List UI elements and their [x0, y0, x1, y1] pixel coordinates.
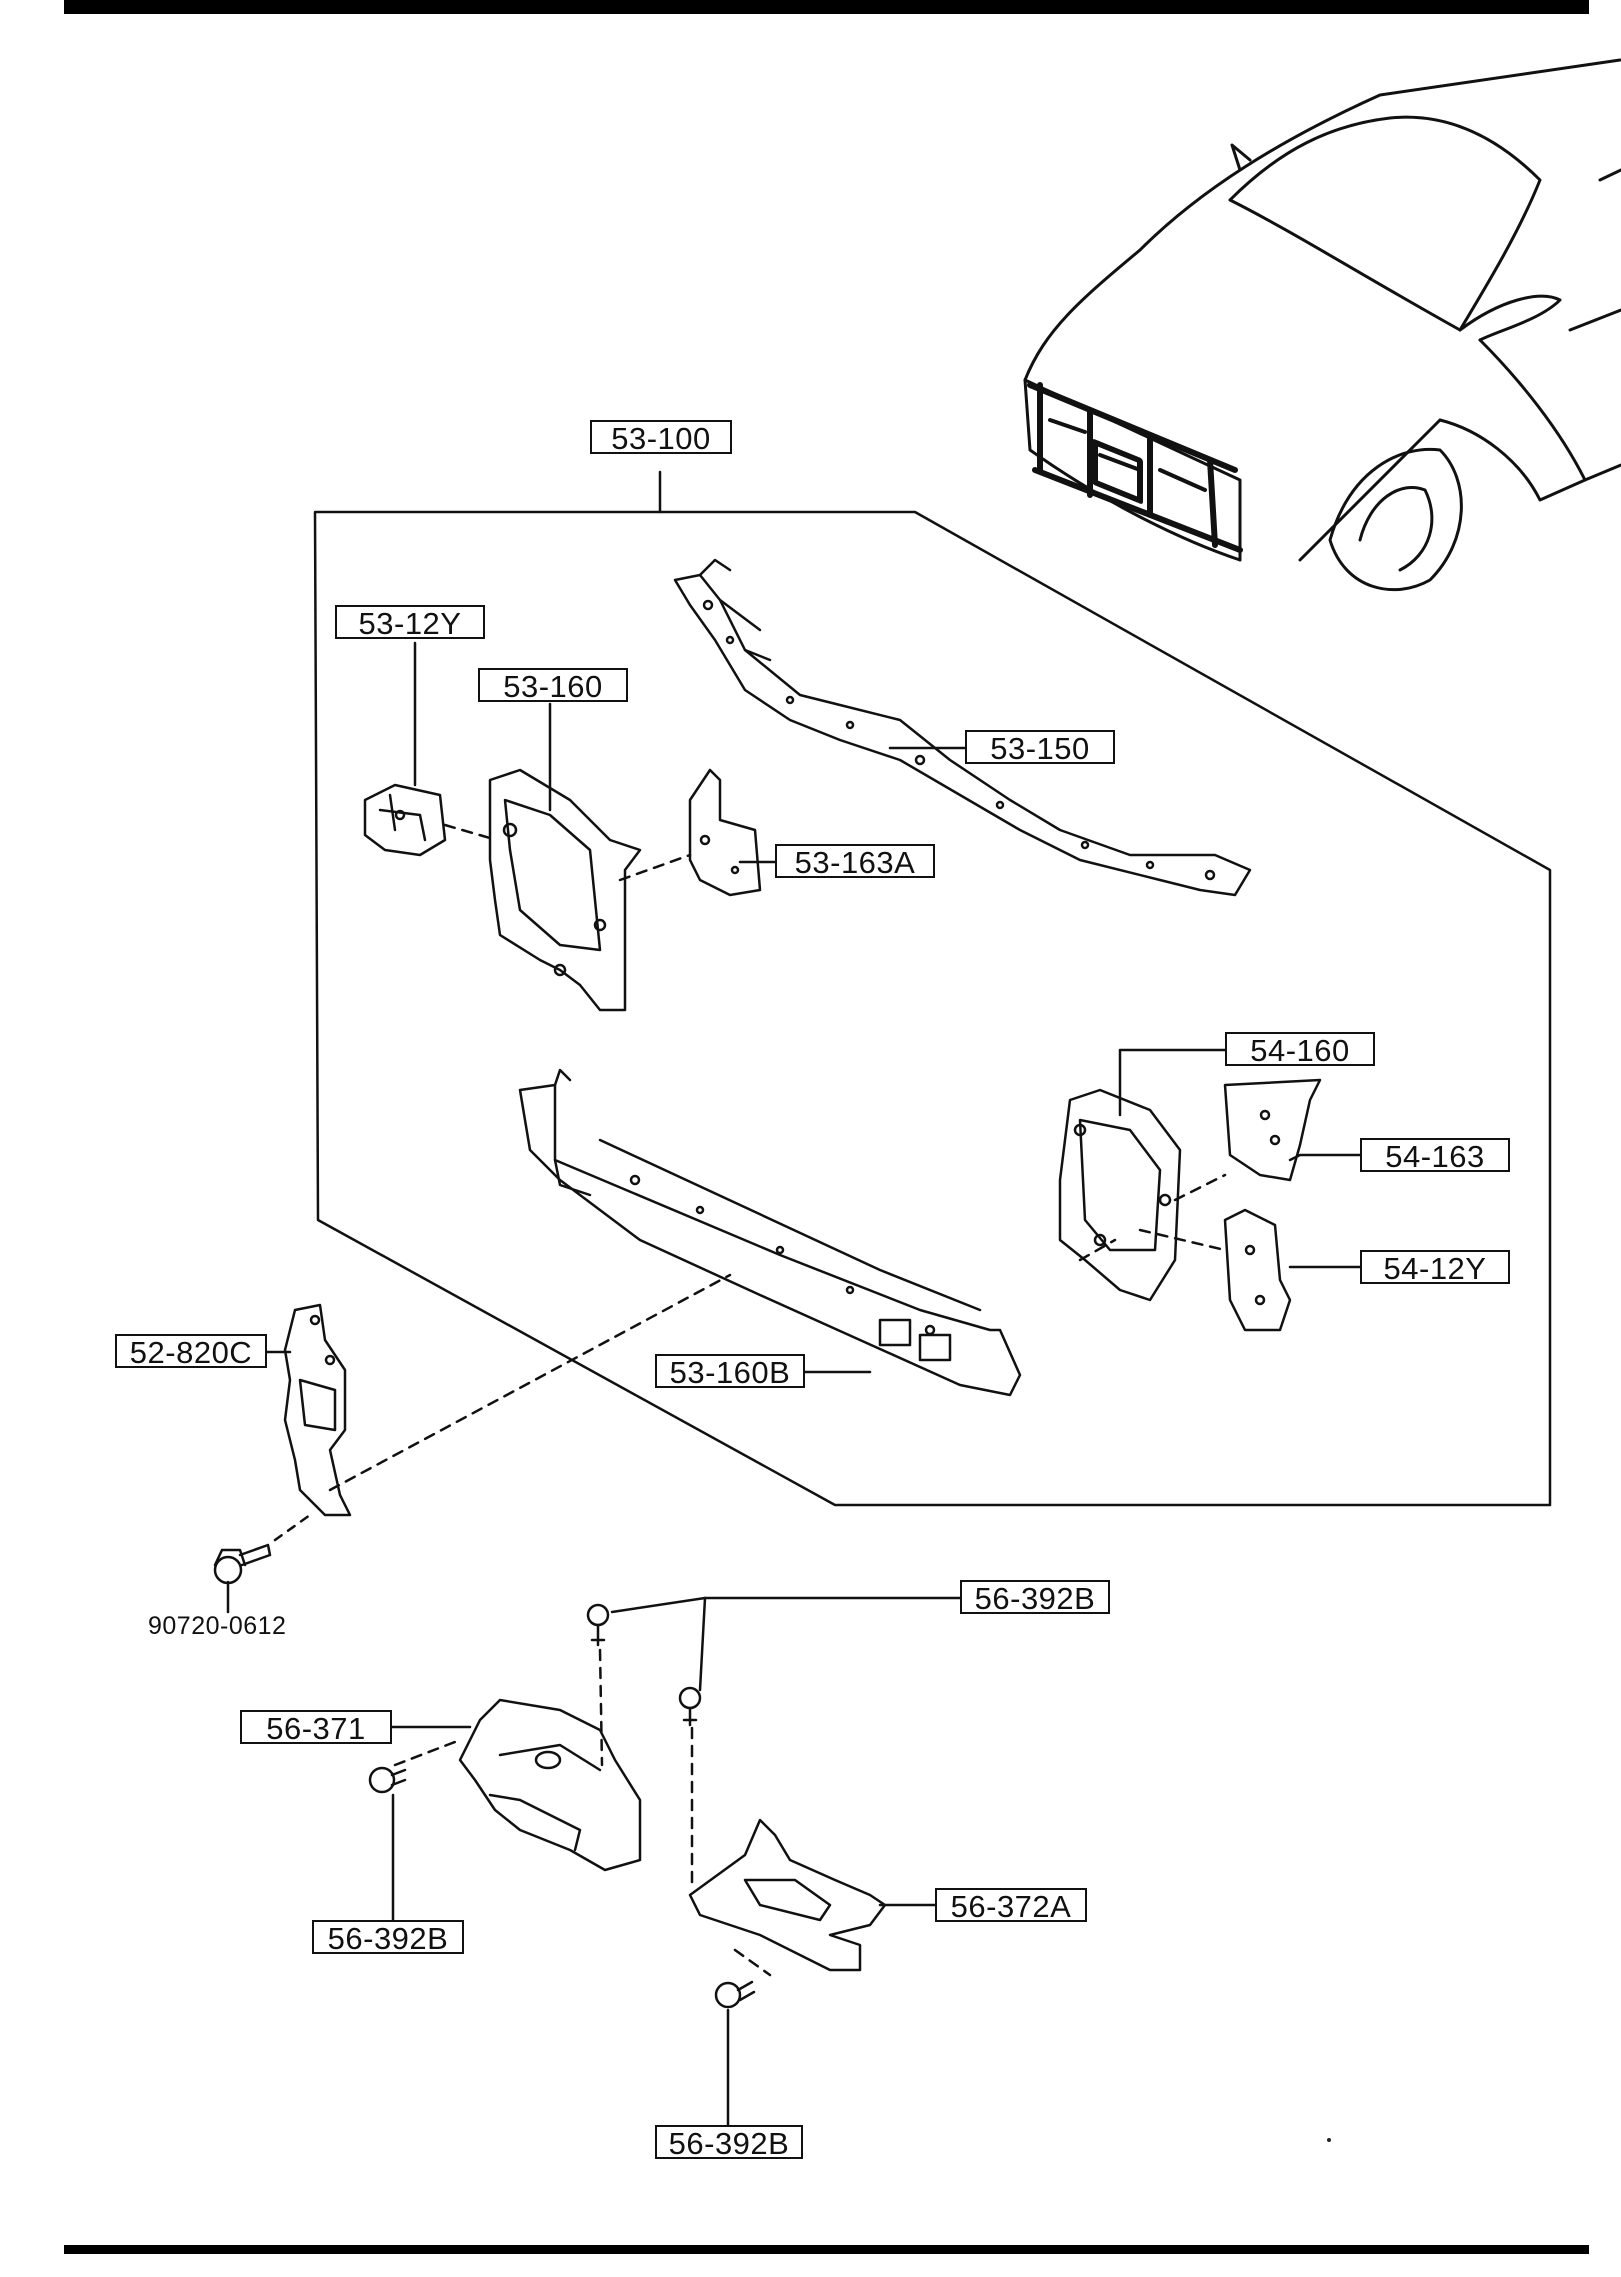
callout-56-392b-bottom[interactable]: 56-392B	[655, 2125, 803, 2161]
upper-dashed-leaders	[443, 823, 692, 882]
right-bracket-shape	[1223, 1208, 1292, 1332]
left-splash-shield-shape	[458, 1698, 642, 1872]
callout-56-372a[interactable]: 56-372A	[935, 1888, 1087, 1924]
bottom-clip-icon	[714, 1980, 756, 2009]
vehicle-illustration	[1023, 58, 1621, 592]
callout-leaders	[226, 641, 1362, 1729]
bolt-icon	[213, 1543, 272, 1585]
lower-support-shape	[518, 1068, 1022, 1397]
hood-latch-bracket-shape	[283, 1303, 352, 1517]
clip-dashed-leaders	[393, 1648, 772, 1977]
left-bracket-shape	[363, 783, 447, 857]
bottom-rule	[64, 2245, 1589, 2254]
push-clip-icon	[586, 1603, 702, 1727]
bolt-dashed-leader	[273, 1513, 312, 1542]
right-headlamp-support-shape	[1058, 1088, 1182, 1302]
callout-56-392b-top[interactable]: 56-392B	[960, 1580, 1110, 1616]
left-clip-icon	[368, 1766, 407, 1794]
callout-53-150[interactable]: 53-150	[965, 730, 1115, 766]
left-mount-bracket-shape	[688, 768, 762, 897]
callout-53-163a[interactable]: 53-163A	[775, 844, 935, 880]
callout-56-392b-left[interactable]: 56-392B	[312, 1920, 464, 1956]
callout-53-12y[interactable]: 53-12Y	[335, 605, 485, 641]
callout-53-100[interactable]: 53-100	[590, 420, 732, 456]
latch-dashed-leader	[328, 1273, 732, 1492]
top-rule	[64, 0, 1589, 14]
right-splash-shield-shape	[688, 1818, 887, 1972]
clip-leader-lines	[610, 1596, 962, 1692]
left-headlamp-support-shape	[488, 768, 642, 1012]
callout-53-160b[interactable]: 53-160B	[655, 1354, 805, 1390]
callout-52-820c[interactable]: 52-820C	[115, 1334, 267, 1370]
upper-support-shape	[673, 558, 1252, 897]
callout-56-371[interactable]: 56-371	[240, 1710, 392, 1746]
callout-54-12y[interactable]: 54-12Y	[1360, 1250, 1510, 1286]
callout-54-160[interactable]: 54-160	[1225, 1032, 1375, 1068]
assembly-outline	[313, 470, 1552, 1507]
right-dashed-leaders	[1078, 1173, 1227, 1262]
bolt-part-number: 90720-0612	[148, 1612, 287, 1640]
stray-dot	[1327, 2138, 1331, 2142]
callout-53-160[interactable]: 53-160	[478, 668, 628, 704]
callout-54-163[interactable]: 54-163	[1360, 1138, 1510, 1174]
right-mount-bracket-shape	[1223, 1078, 1322, 1182]
